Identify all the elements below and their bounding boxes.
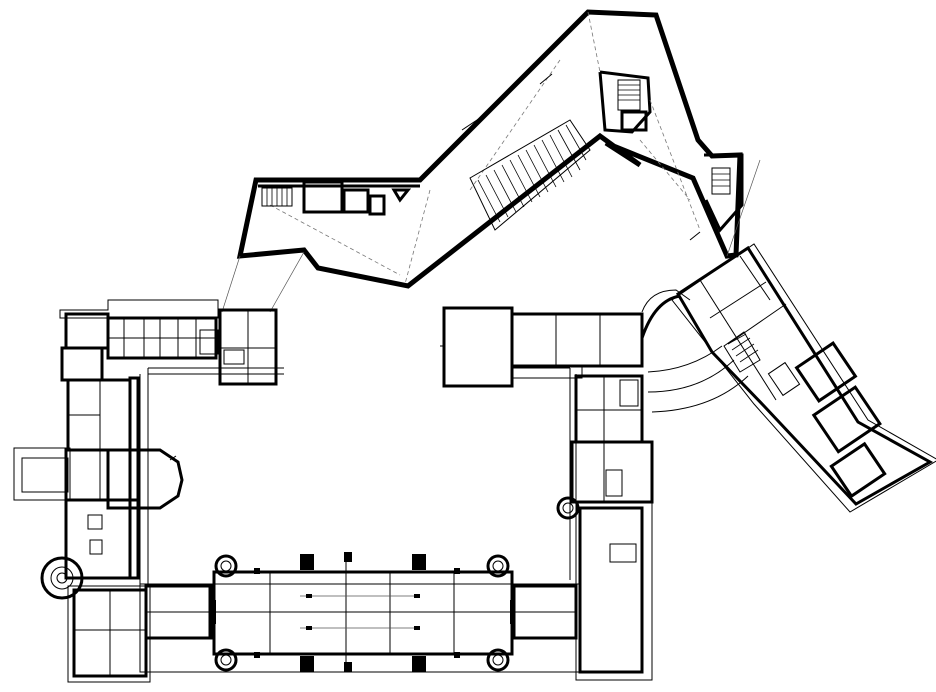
modern-extension-wing	[221, 9, 761, 313]
hall-columns	[212, 552, 514, 672]
window-markers	[461, 13, 701, 241]
extension-grand-stair	[469, 119, 591, 231]
east-wing	[556, 289, 749, 681]
north-west-pavilion	[199, 308, 278, 386]
courtyard-ranges	[139, 367, 577, 584]
north-east-pavilion	[440, 306, 644, 388]
extension-right-stair	[711, 167, 731, 195]
diagonal-east-wing	[671, 243, 936, 513]
west-wing	[13, 299, 219, 683]
diagonal-wing-stair	[723, 331, 761, 373]
extension-upper-stair	[617, 79, 648, 132]
extension-left-stair	[261, 180, 412, 216]
